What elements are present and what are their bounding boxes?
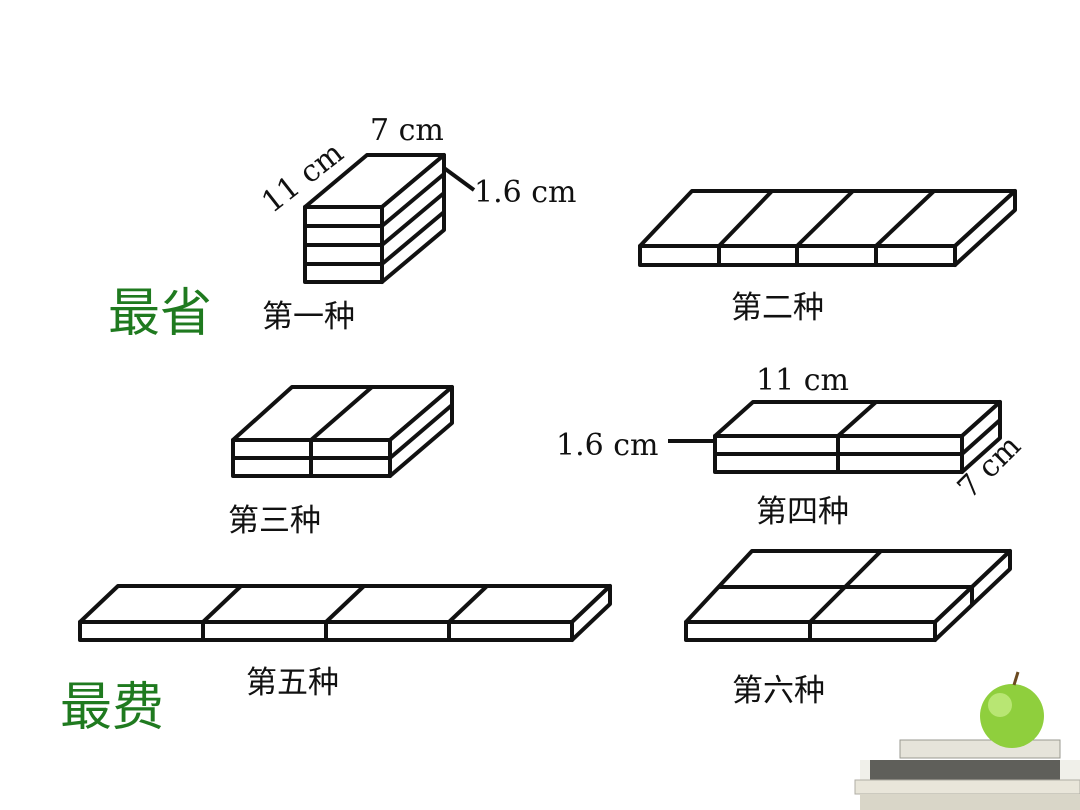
stack-option-1 (303, 153, 476, 284)
label-most: 最费 (60, 678, 165, 738)
option-2-label: 第二种 (731, 290, 824, 326)
stack-option-2 (638, 189, 1017, 267)
label-least: 最省 (108, 284, 213, 344)
books-apple-decoration (854, 671, 1080, 810)
option-5-label: 第五种 (246, 665, 339, 701)
option-1-label: 第一种 (262, 299, 355, 335)
stack-option-6 (684, 549, 1012, 642)
stack-option-3 (231, 385, 454, 478)
stack-option-4 (668, 400, 1002, 474)
stack-option-5 (78, 584, 612, 642)
dim-length-4: 11 cm (756, 363, 849, 398)
option-4-label: 第四种 (756, 494, 849, 530)
option-3-label: 第三种 (228, 503, 321, 539)
option-6-label: 第六种 (732, 673, 825, 709)
dim-width-top: 7 cm (370, 113, 444, 148)
dim-thickness-top: 1.6 cm (474, 175, 577, 210)
dim-thickness-4: 1.6 cm (556, 428, 659, 463)
